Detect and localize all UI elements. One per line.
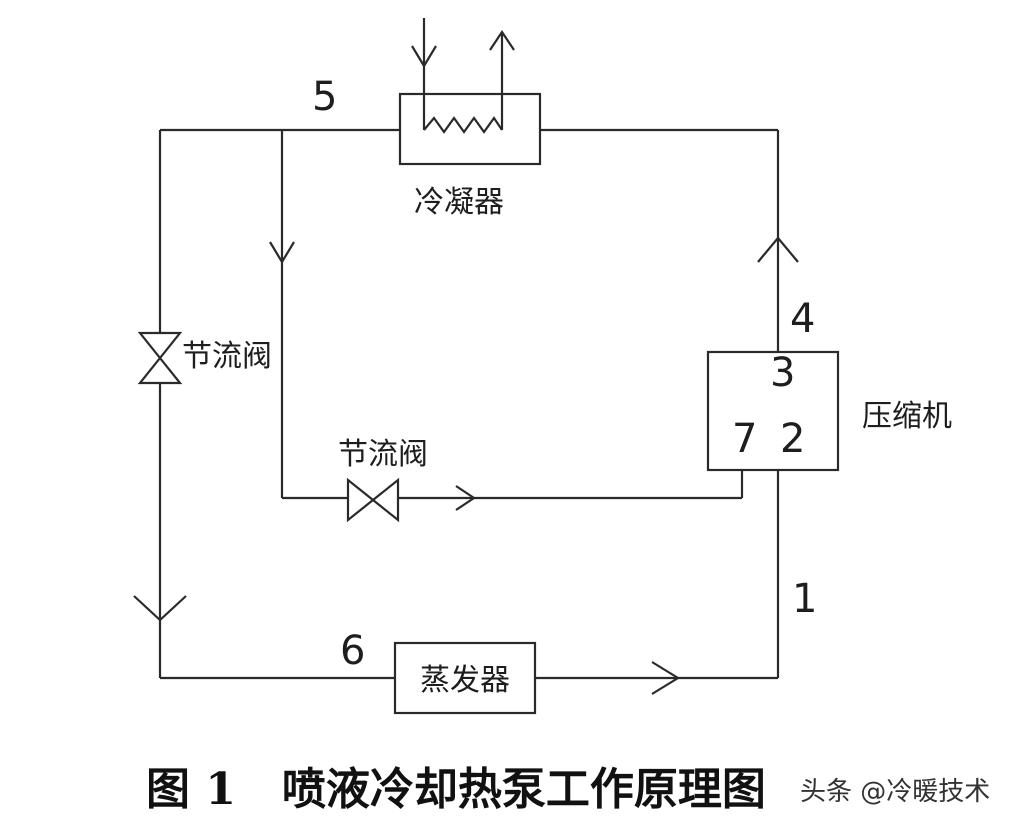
condenser-label: 冷凝器	[414, 185, 504, 220]
flow-arrow-injection-down-icon	[269, 241, 295, 265]
watermark: 头条 @冷暖技术	[800, 777, 990, 807]
figure-caption: 图 1 喷液冷却热泵工作原理图	[146, 764, 766, 815]
compressor	[706, 350, 840, 472]
compressor-label: 压缩机	[862, 399, 952, 434]
point-2-label: 2	[780, 416, 805, 462]
point-7-label: 7	[732, 416, 757, 462]
evaporator	[393, 641, 537, 715]
throttle-valve-main-icon	[137, 331, 183, 385]
water-in-arrow-icon	[411, 45, 437, 69]
point-3-label: 3	[770, 350, 795, 396]
condenser	[398, 18, 542, 166]
point-5-label: 5	[312, 74, 337, 120]
throttle-valve-main-label: 节流阀	[182, 339, 272, 374]
point-1-label: 1	[792, 576, 817, 622]
water-out-arrow-icon	[489, 30, 515, 51]
flow-arrow-left-down-icon	[133, 595, 187, 622]
throttle-valve-injection-label: 节流阀	[338, 437, 428, 472]
flow-arrow-bottom-right-icon	[651, 661, 681, 695]
flow-arrow-injection-right-icon	[455, 485, 476, 511]
throttle-valve-injection-icon	[346, 477, 400, 523]
evaporator-label: 蒸发器	[420, 663, 510, 698]
flow-arrow-up-icon	[757, 236, 799, 263]
point-6-label: 6	[340, 628, 365, 674]
point-4-label: 4	[790, 296, 815, 342]
